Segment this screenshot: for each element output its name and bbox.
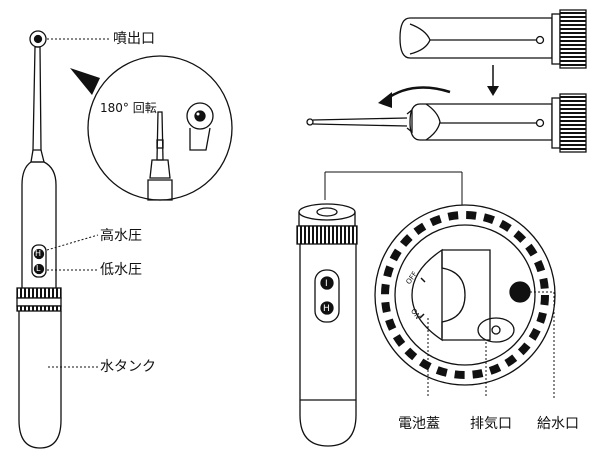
water-inlet-label: 給水口 <box>537 416 579 432</box>
high-button <box>33 248 45 260</box>
battery-cover-label: 電池蓋 <box>398 416 440 432</box>
vent-opening <box>477 317 515 343</box>
top-device <box>399 9 587 69</box>
button-panel <box>31 244 47 278</box>
rotate-arrow <box>378 86 451 108</box>
vent-label: 排気口 <box>470 416 512 432</box>
rotate-detail <box>70 55 233 201</box>
tank-ring <box>16 287 62 299</box>
base-device <box>296 203 358 447</box>
base-button-panel <box>314 269 340 323</box>
low-pressure-label: 低水圧 <box>100 262 142 278</box>
middle-device <box>306 93 587 153</box>
battery-cover <box>411 248 466 342</box>
nozzle-tip-core <box>33 34 43 44</box>
high-button-glyph: H <box>35 249 42 258</box>
nozzle-shaft <box>32 46 42 151</box>
nozzle-tip-label: 噴出口 <box>113 31 155 47</box>
water-inlet-port <box>509 281 531 303</box>
down-arrow <box>487 65 499 96</box>
mode-button-glyph: H <box>323 304 330 314</box>
high-pressure-label: 高水圧 <box>100 228 142 244</box>
water-tank-label: 水タンク <box>100 359 156 375</box>
low-button <box>33 263 45 275</box>
rotate-label: 180° 回転 <box>100 101 157 115</box>
main-device <box>16 30 62 449</box>
power-button-glyph: I <box>325 279 328 289</box>
low-button-glyph: L <box>36 264 41 273</box>
tank-base-view <box>374 204 556 386</box>
water-tank <box>18 311 62 449</box>
